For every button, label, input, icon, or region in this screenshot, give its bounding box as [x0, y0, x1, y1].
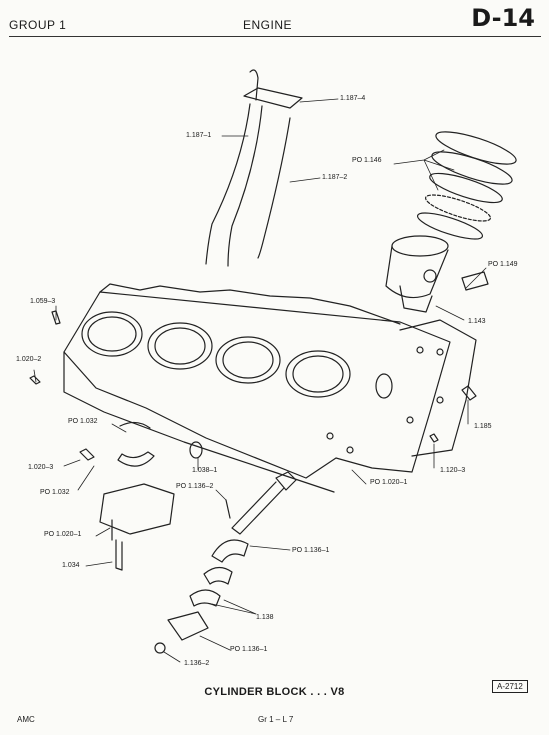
callout-label: 1.038–1 — [192, 467, 218, 474]
callout-label: 1.020–3 — [28, 464, 54, 471]
callout-label: 1.136–2 — [184, 660, 210, 667]
callout-label: 1.120–3 — [440, 467, 466, 474]
block-small-parts-drawing — [29, 310, 477, 571]
callout-label: PO 1.136–1 — [230, 646, 268, 653]
callout-label: 1.187–2 — [322, 174, 348, 181]
callout-label: PO 1.149 — [488, 261, 518, 268]
callout-label: PO 1.136–1 — [292, 547, 330, 554]
page-id: D-14 — [471, 4, 535, 32]
figure-number: A-2712 — [492, 680, 528, 693]
piston-rings-drawing — [416, 131, 517, 240]
piston-drawing — [385, 235, 489, 313]
callout-label: 1.187–1 — [186, 132, 212, 139]
engine-block-drawing — [63, 283, 477, 493]
callout-label: PO 1.136–2 — [176, 483, 214, 490]
callout-label: 1.059–3 — [30, 298, 56, 305]
callout-label: PO 1.032 — [68, 418, 98, 425]
connecting-rod-drawing — [154, 471, 297, 654]
group-label: GROUP 1 — [9, 18, 67, 32]
section-title: ENGINE — [243, 18, 293, 32]
leader-lines — [33, 98, 487, 663]
footer-left: AMC — [17, 715, 35, 724]
callout-label: PO 1.146 — [352, 157, 382, 164]
footer-center: Gr 1 – L 7 — [258, 715, 294, 724]
figure-caption: CYLINDER BLOCK . . . V8 — [204, 686, 345, 698]
callout-label: PO 1.032 — [40, 489, 70, 496]
callout-label: PO 1.020–1 — [44, 531, 82, 538]
callout-label: 1.034 — [62, 562, 80, 569]
callout-label: 1.143 — [468, 318, 486, 325]
header-rule — [9, 36, 541, 37]
callout-label: 1.138 — [256, 614, 274, 621]
callout-label: PO 1.020–1 — [370, 479, 408, 486]
dipstick-tube-drawing — [205, 69, 303, 267]
callout-label: 1.020–2 — [16, 356, 42, 363]
callout-label: 1.185 — [474, 423, 492, 430]
callout-label: 1.187–4 — [340, 95, 366, 102]
